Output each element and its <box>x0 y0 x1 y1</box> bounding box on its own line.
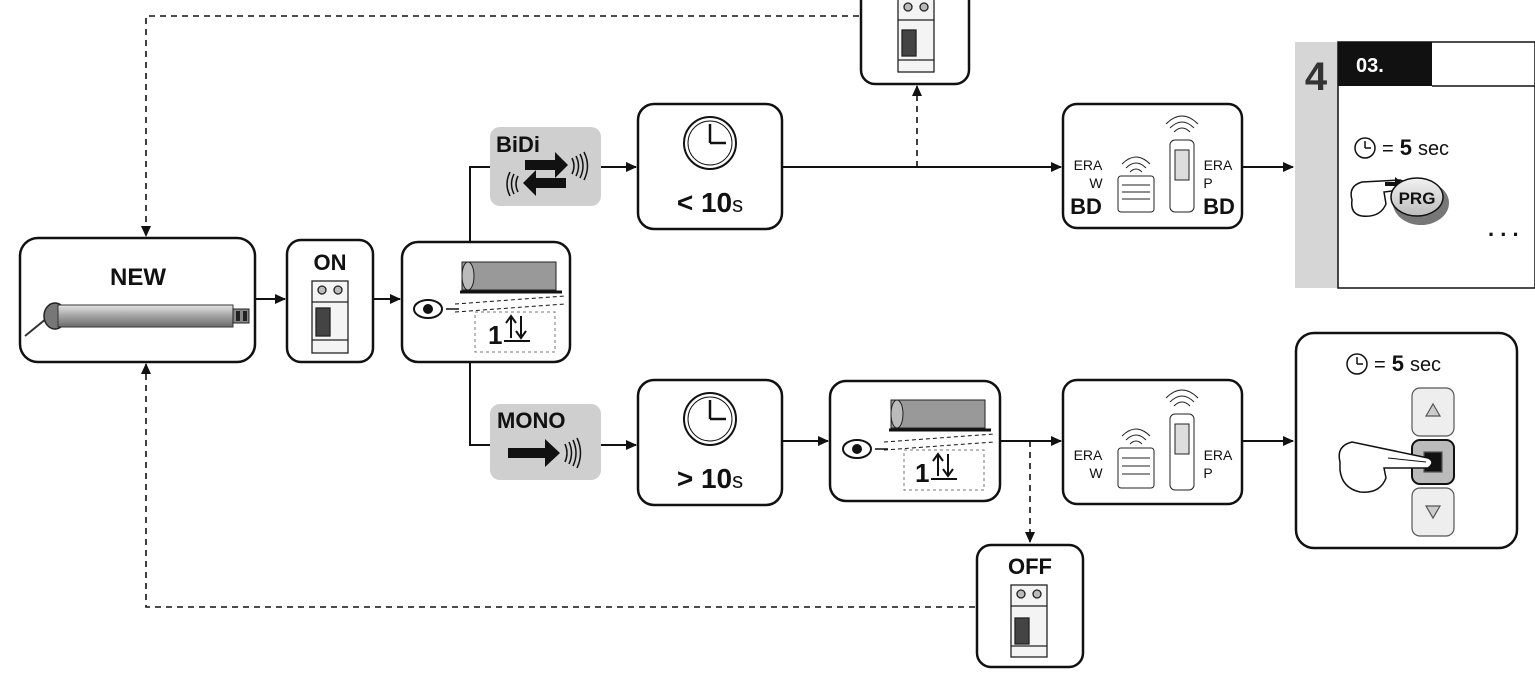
era-bd-transmitters-box: ERA W BD ERA P BD <box>1061 102 1244 230</box>
new-motor-box: NEW <box>18 236 257 364</box>
shutter-step-number: 1 <box>915 458 929 488</box>
mono-time-value: 5 <box>1392 351 1404 376</box>
off-breaker-box: OFF <box>975 543 1085 669</box>
breaker-top-box <box>859 0 971 86</box>
bidi-label: BiDi <box>496 132 540 157</box>
timer-mono-unit: s <box>732 468 743 493</box>
timer-mono-text: > 10s <box>677 463 743 494</box>
mono-badge: MONO <box>490 404 601 480</box>
era-p-model: P <box>1203 175 1212 191</box>
step-time-text: = 5 sec <box>1382 135 1449 160</box>
handheld-remote-icon <box>1165 389 1199 491</box>
pointing-hand-icon <box>1338 441 1433 493</box>
step-time-eq: = <box>1382 138 1394 160</box>
shutter-icon <box>454 261 566 353</box>
clock-icon <box>1354 137 1376 159</box>
prg-button: PRG <box>1390 177 1449 225</box>
tubular-motor-icon <box>24 302 250 337</box>
step-code: 03. <box>1356 55 1384 77</box>
mono-label: MONO <box>497 408 565 433</box>
on-breaker-box: ON <box>285 238 375 364</box>
era-w-model: W <box>1089 465 1103 481</box>
mono-time-eq: = <box>1374 354 1386 376</box>
up-down-arrows-icon <box>504 314 530 342</box>
keypad-buttons-icon <box>1411 387 1455 537</box>
era-w-model: W <box>1089 175 1103 191</box>
mono-final-panel: = 5 sec <box>1294 331 1519 550</box>
era-p-label: ERA <box>1204 157 1233 173</box>
clock-icon <box>683 116 737 170</box>
handheld-remote-icon <box>1165 115 1199 213</box>
timer-mono-prefix: > <box>677 463 701 494</box>
one-way-arrow-icon <box>508 437 582 469</box>
shutter-icon <box>883 399 995 491</box>
new-label: NEW <box>110 264 166 291</box>
breaker-off-icon <box>897 0 935 73</box>
wall-transmitter-icon <box>1117 428 1155 489</box>
step-number: 4 <box>1305 55 1328 99</box>
dashed-connectors <box>141 15 1035 608</box>
clock-icon <box>1346 353 1368 375</box>
timer-bidi-text: < 10s <box>677 187 743 218</box>
timer-bidi-unit: s <box>732 192 743 217</box>
bidirectional-arrows-icon <box>506 151 589 197</box>
step-time-value: 5 <box>1400 135 1412 160</box>
step-time-unit: sec <box>1418 138 1449 160</box>
shutter-check-box-mono: 1 <box>828 379 1002 503</box>
era-w-label: ERA <box>1074 157 1103 173</box>
era-p-bd: BD <box>1203 194 1235 219</box>
eye-icon <box>842 439 872 459</box>
timer-mono-value: 10 <box>701 463 732 494</box>
era-p-model: P <box>1203 465 1212 481</box>
connector-lines <box>255 162 1294 450</box>
breaker-off-icon <box>1010 584 1048 658</box>
eye-icon <box>413 299 443 319</box>
up-down-arrows-icon <box>931 452 957 480</box>
bidi-badge: BiDi <box>490 127 601 206</box>
timer-box-mono: > 10s <box>636 378 784 507</box>
era-w-bd: BD <box>1070 194 1102 219</box>
era-w-label: ERA <box>1074 447 1103 463</box>
step-4-panel: 4 03. = 5 sec PRG . . . <box>1295 41 1535 289</box>
off-label: OFF <box>1008 554 1052 579</box>
mono-time-text: = 5 sec <box>1374 351 1441 376</box>
shutter-check-box: 1 <box>400 240 572 364</box>
era-mono-transmitters-box: ERA W ERA P <box>1061 378 1244 506</box>
prg-label: PRG <box>1399 189 1436 208</box>
shutter-step-number: 1 <box>488 320 502 350</box>
on-label: ON <box>314 250 347 275</box>
timer-bidi-value: 10 <box>701 187 732 218</box>
era-p-label: ERA <box>1204 447 1233 463</box>
timer-bidi-prefix: < <box>677 187 701 218</box>
wall-transmitter-icon <box>1117 156 1155 213</box>
clock-icon <box>683 392 737 446</box>
breaker-on-icon <box>311 280 349 354</box>
step-ellipsis: . . . <box>1488 216 1519 241</box>
mono-time-unit: sec <box>1410 354 1441 376</box>
timer-box-bidi: < 10s <box>636 102 784 231</box>
